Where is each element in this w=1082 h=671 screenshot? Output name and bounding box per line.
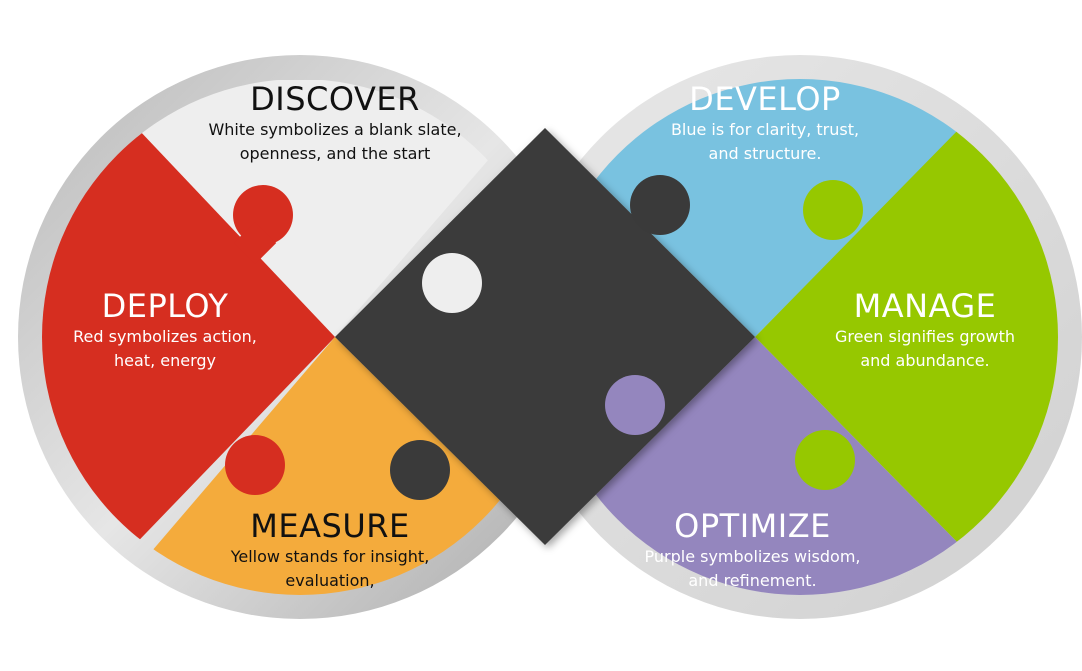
measure-label: MEASURE Yellow stands for insight, evalu… [180, 507, 480, 593]
optimize-desc-line2: and refinement. [688, 571, 817, 590]
puzzle-tabs [225, 175, 863, 500]
dark-tab-top [630, 175, 690, 235]
purple-tab [605, 375, 665, 435]
measure-desc-line1: Yellow stands for insight, [230, 547, 430, 566]
develop-desc: Blue is for clarity, trust, and structur… [600, 118, 930, 166]
optimize-piece [542, 337, 1058, 595]
manage-label: MANAGE Green signifies growth and abunda… [800, 287, 1050, 373]
manage-desc: Green signifies growth and abundance. [800, 325, 1050, 373]
discover-label: DISCOVER White symbolizes a blank slate,… [170, 80, 500, 166]
develop-piece [542, 79, 1058, 337]
deploy-desc-line1: Red symbolizes action, [73, 327, 257, 346]
green-tab-bottom [795, 430, 855, 490]
manage-desc-line1: Green signifies growth [834, 327, 1016, 346]
measure-desc: Yellow stands for insight, evaluation, [180, 545, 480, 593]
discover-piece [60, 80, 558, 337]
discover-title: DISCOVER [250, 80, 420, 118]
green-tab-top [803, 180, 863, 240]
deploy-desc: Red symbolizes action, heat, energy [40, 325, 290, 373]
discover-desc: White symbolizes a blank slate, openness… [170, 118, 500, 166]
develop-label: DEVELOP Blue is for clarity, trust, and … [600, 80, 930, 166]
measure-desc-line2: evaluation, [285, 571, 375, 590]
discover-desc-line1: White symbolizes a blank slate, [208, 120, 462, 139]
develop-title: DEVELOP [689, 80, 841, 118]
deploy-desc-line2: heat, energy [114, 351, 216, 370]
red-tab-top-neck [233, 221, 277, 265]
red-tab-bottom [225, 435, 285, 495]
deploy-label: DEPLOY Red symbolizes action, heat, ener… [40, 287, 290, 373]
optimize-title: OPTIMIZE [674, 507, 831, 545]
manage-piece [755, 90, 1058, 580]
develop-desc-line2: and structure. [708, 144, 822, 163]
manage-title: MANAGE [853, 287, 997, 325]
discover-desc-line2: openness, and the start [239, 144, 431, 163]
measure-title: MEASURE [250, 507, 410, 545]
center-piece [335, 128, 755, 545]
deploy-title: DEPLOY [101, 287, 229, 325]
optimize-desc-line1: Purple symbolizes wisdom, [644, 547, 861, 566]
optimize-desc: Purple symbolizes wisdom, and refinement… [600, 545, 905, 593]
optimize-label: OPTIMIZE Purple symbolizes wisdom, and r… [600, 507, 905, 593]
deploy-piece [42, 90, 335, 580]
develop-desc-line1: Blue is for clarity, trust, [670, 120, 860, 139]
manage-desc-line2: and abundance. [860, 351, 990, 370]
right-circle-pieces [542, 79, 1058, 595]
dark-tab-bottom [390, 440, 450, 500]
white-tab [422, 253, 482, 313]
